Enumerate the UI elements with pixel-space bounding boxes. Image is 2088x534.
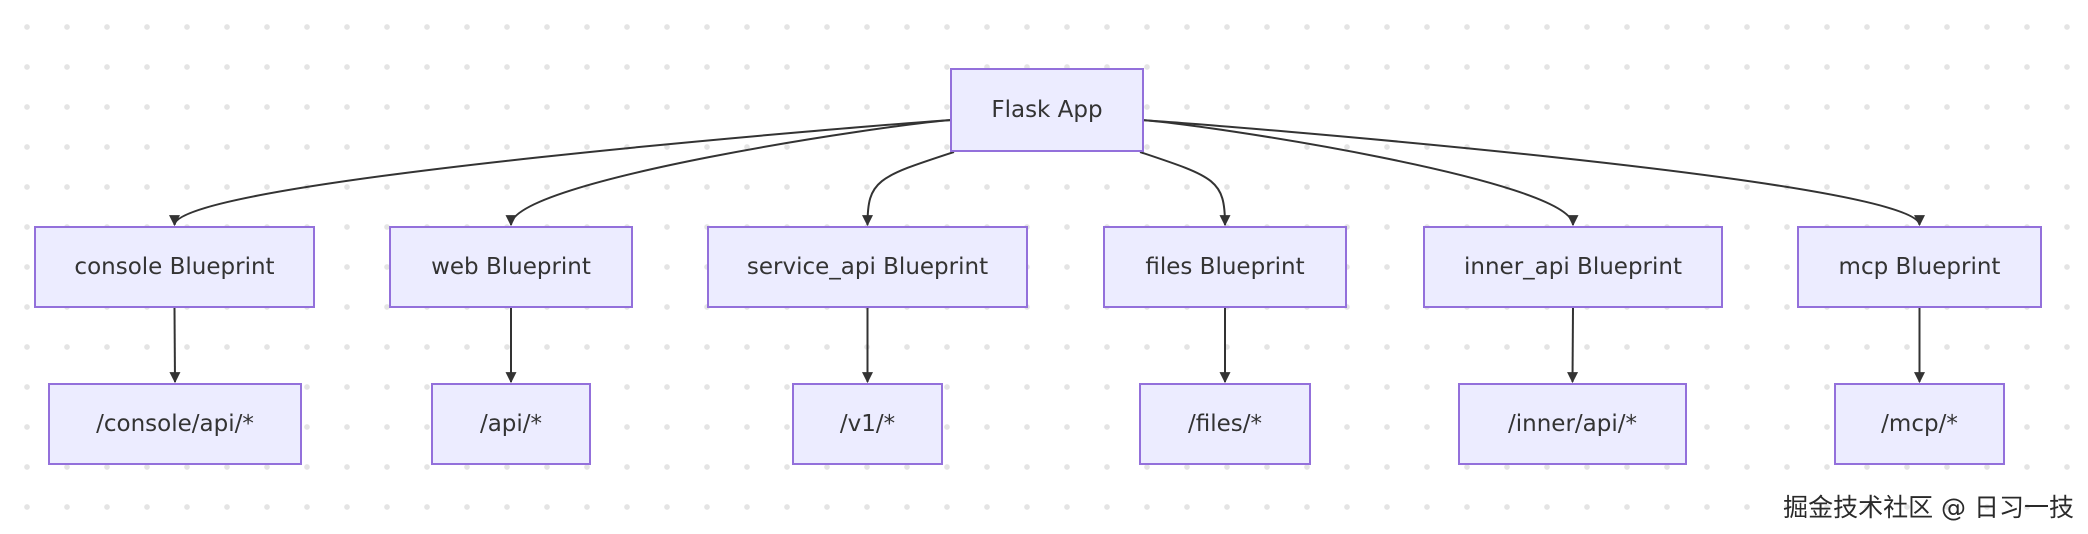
edge-flask_app-web	[505, 119, 953, 227]
node-label: console Blueprint	[74, 254, 275, 280]
node-files-route: /files/*	[1139, 383, 1311, 465]
watermark: 掘金技术社区 @ 日习一技	[1783, 493, 2074, 522]
edge-console-console_route	[169, 307, 181, 384]
node-inner-api-route: /inner/api/*	[1458, 383, 1687, 465]
edge-flask_app-console	[169, 119, 953, 227]
node-label: /inner/api/*	[1508, 411, 1637, 437]
node-mcp-blueprint: mcp Blueprint	[1797, 226, 2042, 308]
edge-flask_app-files	[1139, 151, 1231, 227]
node-service-api-blueprint: service_api Blueprint	[707, 226, 1028, 308]
node-flask-app: Flask App	[950, 68, 1144, 152]
node-console-blueprint: console Blueprint	[34, 226, 315, 308]
node-label: /console/api/*	[96, 411, 254, 437]
node-inner-api-blueprint: inner_api Blueprint	[1423, 226, 1723, 308]
node-label: /files/*	[1187, 411, 1262, 437]
node-label: Flask App	[991, 97, 1103, 123]
node-web-blueprint: web Blueprint	[389, 226, 633, 308]
node-label: /mcp/*	[1881, 411, 1958, 437]
node-label: /api/*	[479, 411, 543, 437]
node-label: /v1/*	[839, 411, 896, 437]
node-label: inner_api Blueprint	[1464, 254, 1682, 280]
node-label: web Blueprint	[431, 254, 591, 280]
node-service-api-route: /v1/*	[792, 383, 943, 465]
node-web-route: /api/*	[431, 383, 591, 465]
edge-inner_api-inner_api_route	[1567, 307, 1579, 384]
edge-flask_app-inner_api	[1141, 119, 1579, 227]
node-mcp-route: /mcp/*	[1834, 383, 2005, 465]
node-label: files Blueprint	[1145, 254, 1305, 280]
edge-flask_app-mcp	[1141, 119, 1925, 227]
edge-flask_app-service_api	[862, 151, 955, 227]
node-label: service_api Blueprint	[746, 254, 989, 280]
node-label: mcp Blueprint	[1838, 254, 2001, 280]
node-console-route: /console/api/*	[48, 383, 302, 465]
node-files-blueprint: files Blueprint	[1103, 226, 1347, 308]
